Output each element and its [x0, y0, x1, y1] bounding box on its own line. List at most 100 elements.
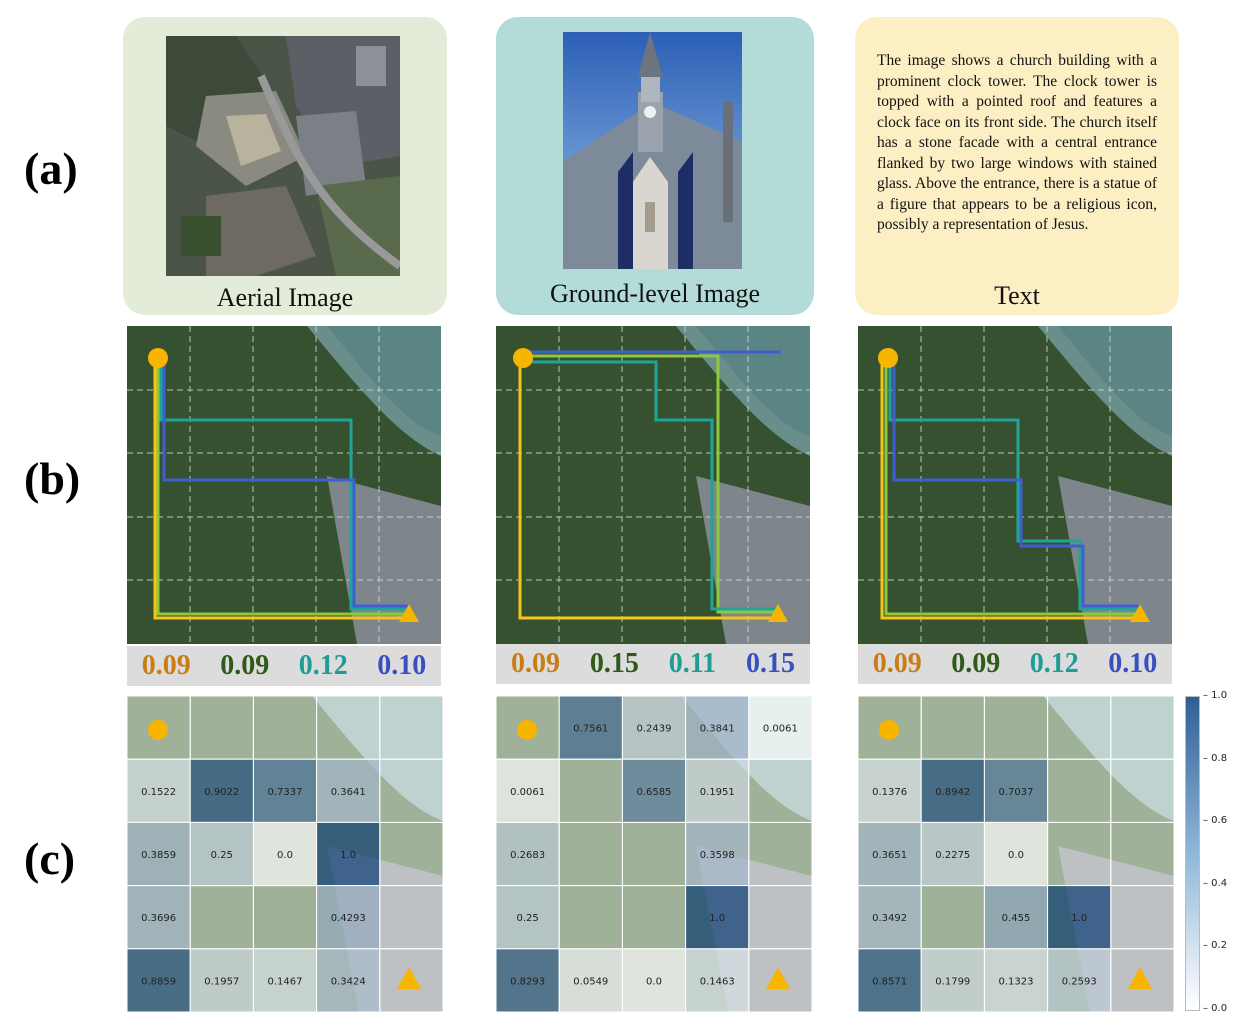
ground-image-caption: Ground-level Image	[549, 279, 761, 308]
heatmap-cell	[858, 948, 922, 1012]
heatmap-cell-value: 0.3492	[872, 913, 907, 924]
heatmap-cell	[496, 885, 560, 950]
heatmap-cell-value: 0.1951	[700, 787, 735, 798]
path-map-text	[858, 326, 1172, 644]
heatmap-cell-value: 0.2439	[637, 724, 672, 735]
score-value: 0.15	[589, 648, 639, 679]
start-marker	[513, 348, 533, 368]
heatmap-cell	[189, 821, 254, 887]
goal-marker	[399, 604, 419, 622]
score-value: 0.11	[668, 648, 717, 679]
goal-marker	[766, 967, 790, 989]
path-map-aerial	[127, 326, 441, 644]
heatmap-cell-value: 0.455	[1002, 913, 1031, 924]
heatmap-cell-value: 0.8293	[510, 976, 545, 987]
heatmap-cell-value: 0.1522	[141, 787, 176, 798]
heatmap-cell-value: 0.0061	[763, 724, 798, 735]
heatmap-cell-value: 1.0	[340, 850, 356, 861]
heatmap-cell-value: 0.3641	[331, 787, 366, 798]
heatmap-cell	[1047, 696, 1112, 760]
heatmap-cell	[558, 696, 623, 760]
heatmap-cell	[252, 948, 318, 1012]
heatmap-cell-value: 0.2275	[935, 850, 970, 861]
aerial-image	[166, 36, 400, 276]
heatmap-cell	[748, 885, 812, 950]
heatmap-cell	[920, 758, 985, 823]
score-value: 0.09	[872, 648, 922, 679]
heatmap-cell-value: 0.8942	[935, 787, 970, 798]
heatmap-cell	[685, 821, 750, 887]
heatmap-cell	[316, 696, 381, 760]
heatmap-cell	[685, 948, 750, 1012]
heatmap-cell	[379, 885, 443, 950]
heatmap-cell	[558, 885, 623, 950]
heatmap-cell	[379, 821, 443, 887]
heatmap-cell	[621, 885, 687, 950]
path-panel-text	[858, 326, 1172, 644]
heatmap-cell-value: 0.2593	[1062, 976, 1097, 987]
score-value: 0.12	[1029, 648, 1079, 679]
heatmap-ground: 0.7561 0.2439 0.3841 0.0061 0.0061 0.6585 0.19…	[496, 696, 812, 1012]
heatmap-cell	[496, 758, 560, 823]
heatmap-cell	[983, 696, 1049, 760]
heatmap-cell-value: 0.3841	[700, 724, 735, 735]
goal-marker	[1130, 604, 1150, 622]
start-marker	[879, 720, 899, 740]
heatmap-cell	[127, 821, 191, 887]
score-value: 0.09	[141, 650, 191, 681]
heatmap-cell	[316, 821, 381, 887]
heatmap-cell-value: 0.0061	[510, 787, 545, 798]
heatmap-cell-value: 0.9022	[204, 787, 239, 798]
heatmap-cell-value: 0.1799	[935, 976, 970, 987]
heatmap-cell-value: 1.0	[1071, 913, 1087, 924]
heatmap-cell-value: 0.3598	[700, 850, 735, 861]
heatmap-cell	[685, 758, 750, 823]
heatmap-cell-value: 0.6585	[637, 787, 672, 798]
score-bar-text: 0.09 0.09 0.12 0.10	[858, 644, 1172, 684]
heatmap-cell	[558, 821, 623, 887]
row-label-a: (a)	[24, 143, 78, 194]
heatmap-cell	[621, 948, 687, 1012]
row-label-c: (c)	[24, 833, 76, 884]
heatmap-cell-value: 0.25	[516, 913, 538, 924]
goal-marker	[397, 967, 421, 989]
colorbar-tick-label: – 0.4	[1203, 877, 1228, 889]
goal-marker	[768, 604, 788, 622]
heatmap-cell	[127, 948, 191, 1012]
heatmap-cell-value: 0.0	[1008, 850, 1024, 861]
heatmap-cell	[1110, 758, 1174, 823]
heatmap-cell-value: 0.1463	[700, 976, 735, 987]
heatmap-cell-value: 0.0	[277, 850, 293, 861]
start-marker	[517, 720, 537, 740]
text-card: The image shows a church building with a…	[855, 17, 1179, 315]
aerial-image-card: Aerial Image	[123, 17, 447, 315]
heatmap-cell-value: 0.3424	[331, 976, 366, 987]
heatmap-cell-value: 1.0	[709, 913, 725, 924]
colorbar-tick-label: – 0.2	[1203, 940, 1228, 952]
heatmap-cell-value: 0.2683	[510, 850, 545, 861]
heatmap-cell-value: 0.8859	[141, 976, 176, 987]
colorbar-tick-label: – 1.0	[1203, 690, 1228, 701]
score-value: 0.09	[220, 650, 270, 681]
heatmap-cell-value: 0.7337	[268, 787, 303, 798]
heatmap-cell-value: 0.3696	[141, 913, 176, 924]
start-marker	[878, 348, 898, 368]
score-value: 0.09	[510, 648, 560, 679]
heatmap-cell	[316, 885, 381, 950]
heatmap-cell-value: 0.3859	[141, 850, 176, 861]
heatmap-cell	[621, 821, 687, 887]
heatmap-cell	[983, 885, 1049, 950]
ground-image-card: Ground-level Image	[496, 17, 814, 315]
heatmap-cell-value: 0.7037	[999, 787, 1034, 798]
heatmap-cell	[379, 696, 443, 760]
heatmap-cell	[1047, 821, 1112, 887]
text-caption: Text	[994, 281, 1040, 310]
heatmap-cell	[983, 758, 1049, 823]
heatmap-cell	[1110, 696, 1174, 760]
heatmap-cell	[858, 821, 922, 887]
score-bar-aerial: 0.09 0.09 0.12 0.10	[127, 646, 441, 686]
heatmap-cell-value: 0.7561	[573, 724, 608, 735]
heatmap-cell	[252, 885, 318, 950]
